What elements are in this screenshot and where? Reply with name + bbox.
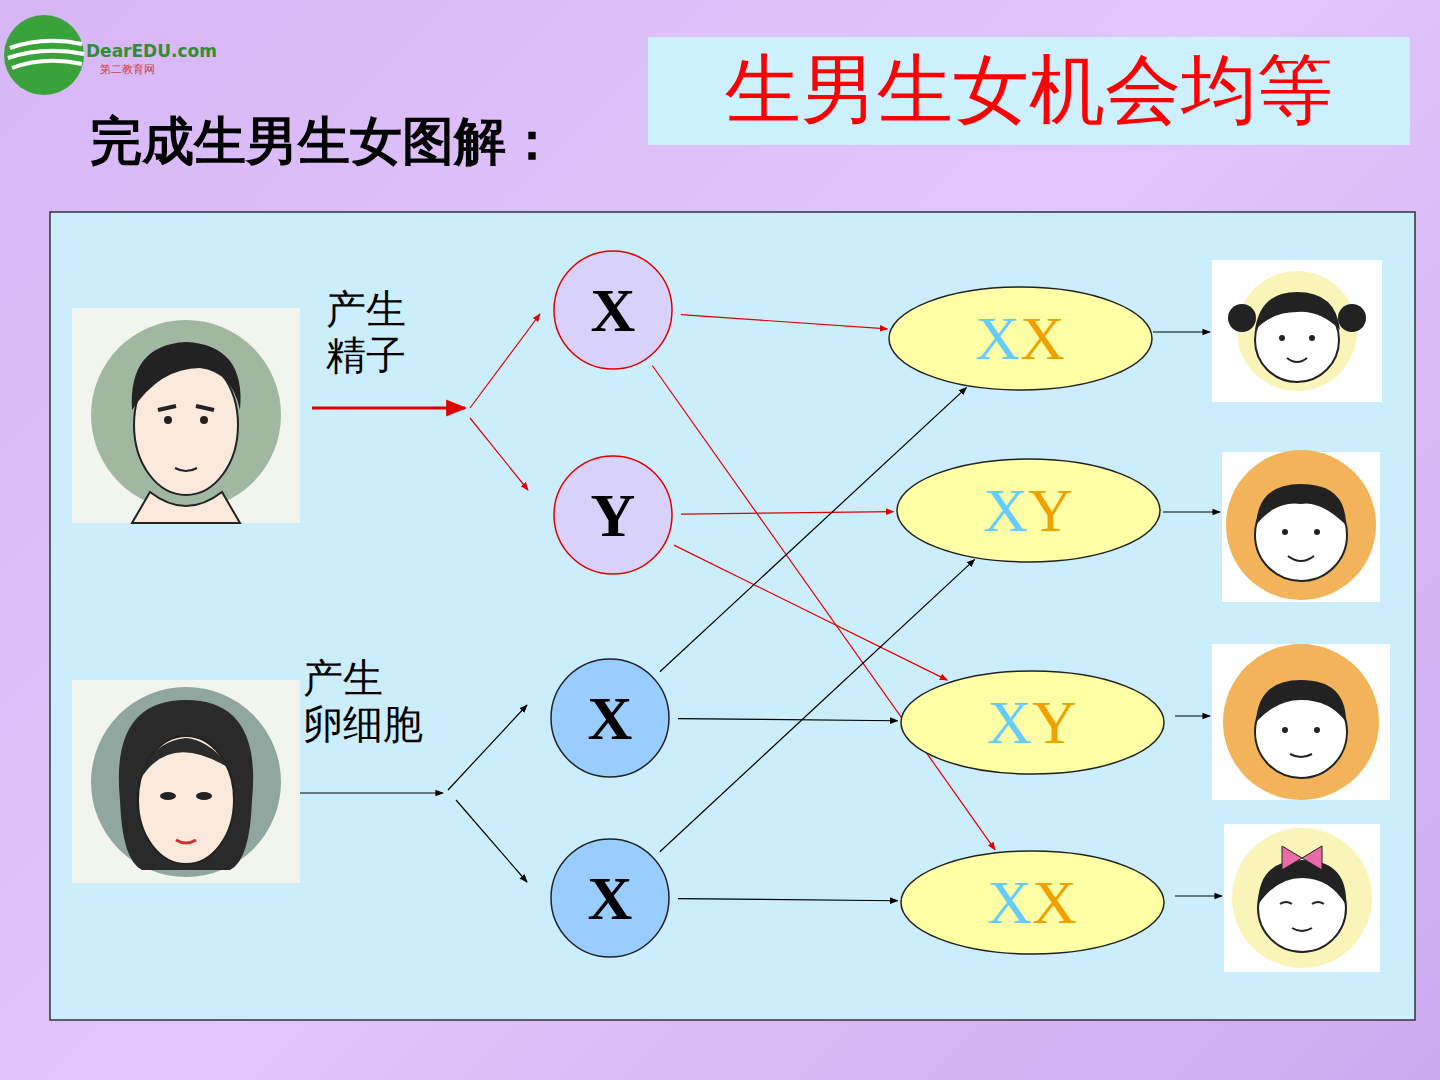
- zygote-ellipse: XX: [888, 286, 1153, 391]
- watermark: 第二教育网: [100, 64, 155, 77]
- chromosome-pair: XX: [975, 307, 1065, 369]
- heading: 完成生男生女图解：: [90, 112, 558, 172]
- process-label: 产生 精子: [326, 286, 410, 378]
- chromosome-letter: Y: [591, 484, 636, 546]
- egg-circle: X: [550, 658, 670, 778]
- chromosome-letter: X: [588, 687, 633, 749]
- title: 生男生女机会均等: [725, 40, 1333, 143]
- panel: [50, 212, 1415, 1020]
- connector-arrow: [652, 366, 995, 850]
- sperm-circle: Y: [553, 455, 673, 575]
- boy-face: [1222, 450, 1380, 602]
- connector-arrow: [674, 545, 947, 680]
- zygote-ellipse: XY: [900, 670, 1165, 775]
- connector-arrow: [678, 899, 898, 901]
- girl-face: [1212, 260, 1382, 402]
- leader-arrow: [300, 314, 540, 882]
- chromosome-pair: XY: [983, 479, 1073, 541]
- connector-arrow: [681, 512, 894, 515]
- girl-face: [1224, 824, 1380, 972]
- sperm-circle: X: [553, 250, 673, 370]
- title-box: 生男生女机会均等: [648, 37, 1410, 145]
- process-label: 产生 卵细胞: [303, 655, 427, 747]
- watermark: DearEDU.com: [86, 42, 217, 62]
- father-face: [72, 308, 300, 523]
- mother-face: [72, 680, 300, 883]
- zygote-ellipse: XX: [900, 850, 1165, 955]
- result-arrow: [1153, 332, 1222, 896]
- chromosome-pair: XX: [987, 871, 1077, 933]
- connector-arrow: [678, 719, 898, 721]
- connector-arrow: [681, 315, 888, 329]
- chromosome-letter: X: [588, 867, 633, 929]
- logo: [4, 15, 84, 95]
- egg-circle: X: [550, 838, 670, 958]
- zygote-ellipse: XY: [896, 458, 1161, 563]
- chromosome-letter: X: [591, 279, 636, 341]
- chromosome-pair: XY: [987, 691, 1077, 753]
- boy-face: [1212, 644, 1390, 800]
